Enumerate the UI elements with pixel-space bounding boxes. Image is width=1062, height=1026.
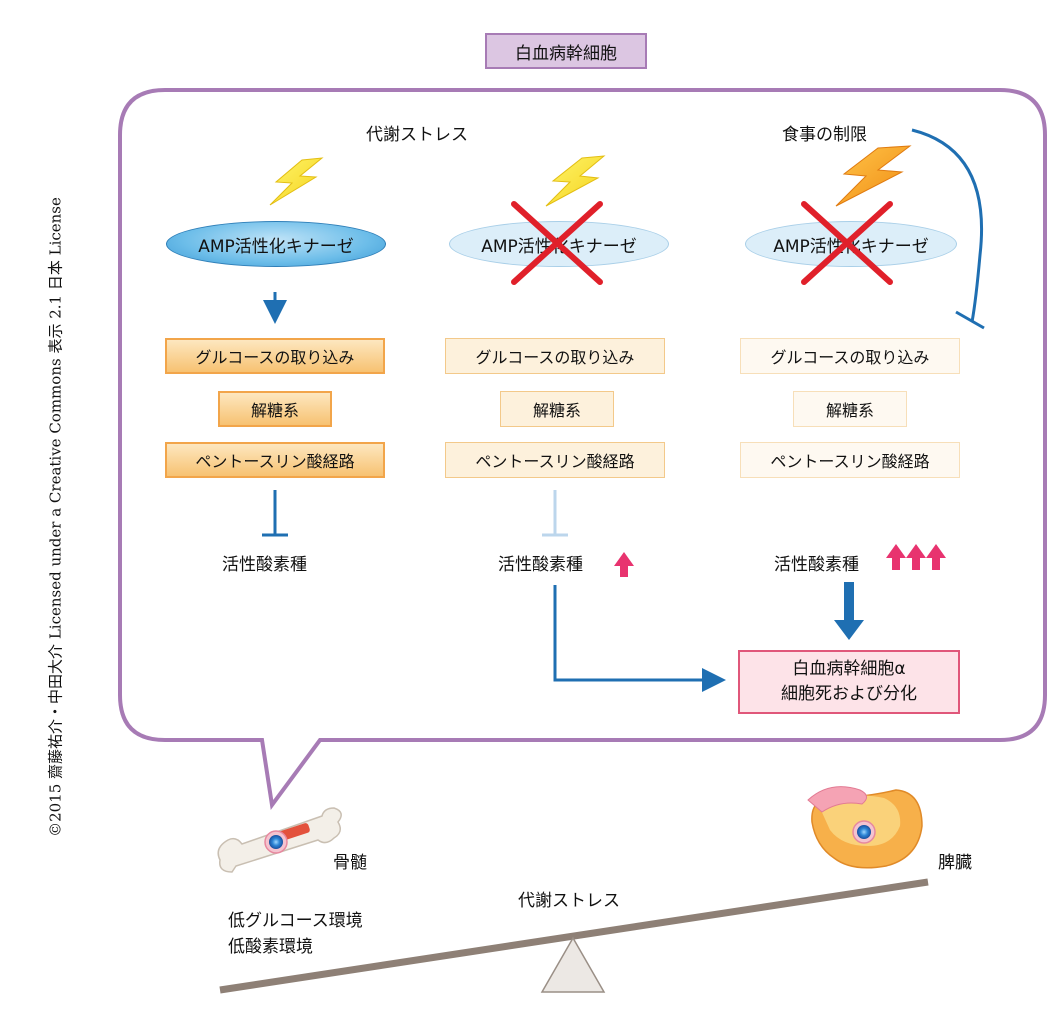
ros-up-arrow <box>926 544 946 570</box>
col1-enzyme: AMP活性化キナーゼ <box>166 221 386 267</box>
col1-pathway-glycolysis: 解糖系 <box>218 391 332 427</box>
outcome-line2: 細胞死および分化 <box>781 684 917 704</box>
col2-pathway-ppp: ペントースリン酸経路 <box>445 442 665 478</box>
ros-up-arrow <box>906 544 926 570</box>
col2-pathway-glycolysis: 解糖系 <box>500 391 614 427</box>
balance-label: 代謝ストレス <box>518 891 620 911</box>
col2-enzyme: AMP活性化キナーゼ <box>449 221 669 267</box>
speech-bubble <box>118 88 1047 811</box>
col2-pathway-glucose: グルコースの取り込み <box>445 338 665 374</box>
outcome-line1: 白血病幹細胞α <box>792 659 906 679</box>
condition-hypoxia: 低酸素環境 <box>228 937 313 957</box>
col3-pathway-glycolysis: 解糖系 <box>793 391 907 427</box>
col2-enzyme-label: AMP活性化キナーゼ <box>481 236 637 257</box>
ros-up-arrow <box>614 552 634 577</box>
col2-to-outcome-arrow <box>553 585 726 692</box>
col2-ros-label: 活性酸素種 <box>498 555 583 575</box>
col3-top-label: 食事の制限 <box>782 125 867 145</box>
col1-enzyme-label: AMP活性化キナーゼ <box>198 236 354 257</box>
spleen-icon <box>807 786 923 869</box>
lightning-icon-2 <box>545 155 606 207</box>
seesaw-plank <box>219 878 929 994</box>
lightning-icon-1 <box>269 157 324 206</box>
diet-inhibition-bar <box>955 310 985 330</box>
col3-to-outcome-arrow <box>834 582 864 640</box>
ros-up-arrow <box>886 544 906 570</box>
col1-pathway-ppp: ペントースリン酸経路 <box>165 442 385 478</box>
page-title: 白血病幹細胞 <box>485 33 647 69</box>
spleen-label: 脾臓 <box>938 853 972 873</box>
diet-inhibition-curve <box>911 128 984 323</box>
col3-pathway-glucose: グルコースの取り込み <box>740 338 960 374</box>
col3-enzyme-label: AMP活性化キナーゼ <box>773 236 929 257</box>
col1-pathway-glucose: グルコースの取り込み <box>165 338 385 374</box>
condition-low-glucose: 低グルコース環境 <box>228 911 363 931</box>
bone-marrow-label: 骨髄 <box>333 853 367 873</box>
copyright-notice: ©2015 齋藤祐介・中田大介 Licensed under a Creativ… <box>46 197 65 837</box>
col3-enzyme: AMP活性化キナーゼ <box>745 221 957 267</box>
seesaw-fulcrum <box>540 936 606 993</box>
outcome-box: 白血病幹細胞α 細胞死および分化 <box>738 650 960 714</box>
lightning-icon-3 <box>835 145 912 207</box>
col3-pathway-ppp: ペントースリン酸経路 <box>740 442 960 478</box>
col3-ros-label: 活性酸素種 <box>774 555 859 575</box>
bone-icon <box>217 807 342 873</box>
col1-ros-label: 活性酸素種 <box>222 555 307 575</box>
col1-top-label: 代謝ストレス <box>366 125 468 145</box>
